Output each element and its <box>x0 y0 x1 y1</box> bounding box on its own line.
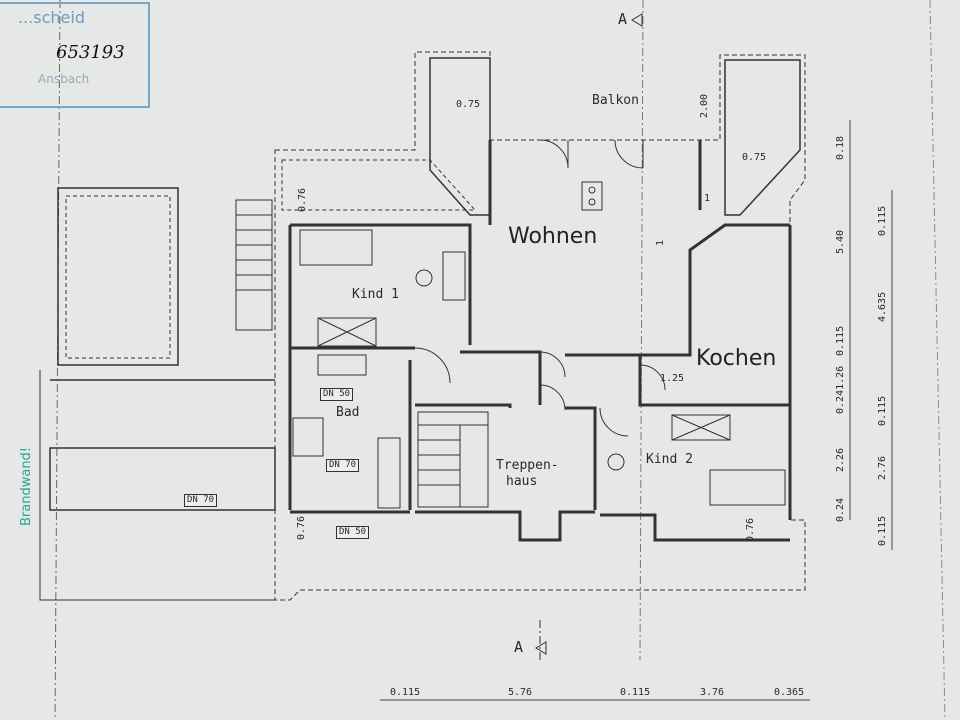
pipe-label: DN 70 <box>184 494 218 507</box>
dimension-label: 5.40 <box>835 229 846 254</box>
dimension-label: 0.365 <box>774 687 805 698</box>
dimension-label: 2.00 <box>699 93 710 118</box>
dimension-label: 0.75 <box>456 99 481 110</box>
dimension-label: 0.115 <box>877 515 888 546</box>
dimension-label: 1.25 <box>660 373 685 384</box>
dimension-label: 0.115 <box>877 205 888 236</box>
handwritten-number: 653193 <box>56 42 125 63</box>
dimension-label: 0.18 <box>835 135 846 160</box>
room-label-bad: Bad <box>336 405 360 420</box>
dimension-label: 2.76 <box>877 455 888 480</box>
dimension-label: 0.24 <box>835 497 846 522</box>
pipe-label: DN 70 <box>326 459 360 472</box>
approval-stamp: ...scheid Ansbach <box>0 2 150 108</box>
section-marker: A <box>618 10 628 28</box>
room-label-wohnen: Wohnen <box>508 224 598 249</box>
firewall-note: Brandwand! <box>19 446 34 526</box>
dimension-label: 0.76 <box>296 515 307 540</box>
room-label-treppenhaus: Treppen- <box>496 458 559 473</box>
dimension-label: 4.635 <box>877 291 888 322</box>
dimension-label: 0.115 <box>620 687 651 698</box>
room-label-kochen: Kochen <box>696 346 777 371</box>
room-label-kind1: Kind 1 <box>352 287 399 302</box>
dimension-label: 0.115 <box>390 687 421 698</box>
dimension-label: 0.115 <box>877 395 888 426</box>
stamp-text: ...scheid <box>18 8 85 27</box>
dimension-label: 5.76 <box>508 687 533 698</box>
pipe-label: DN 50 <box>320 388 354 401</box>
dimension-label: 0.76 <box>745 517 756 542</box>
room-label-treppenhaus: haus <box>506 474 538 489</box>
dimension-label: 0.241.26 <box>835 365 846 414</box>
stamp-text: Ansbach <box>38 72 90 86</box>
room-label-balkon: Balkon <box>592 93 639 108</box>
room-label-kind2: Kind 2 <box>646 452 693 467</box>
dimension-label: 3.76 <box>700 687 725 698</box>
pipe-label: DN 50 <box>336 526 370 539</box>
dimension-label: 0.115 <box>835 325 846 356</box>
section-marker: A <box>514 638 524 656</box>
dimension-label: 0.76 <box>297 187 308 212</box>
dimension-label: 1 <box>704 193 711 204</box>
dimension-label: 2.26 <box>835 447 846 472</box>
dimension-label: 1 <box>655 239 666 246</box>
dimension-label: 0.75 <box>742 152 767 163</box>
